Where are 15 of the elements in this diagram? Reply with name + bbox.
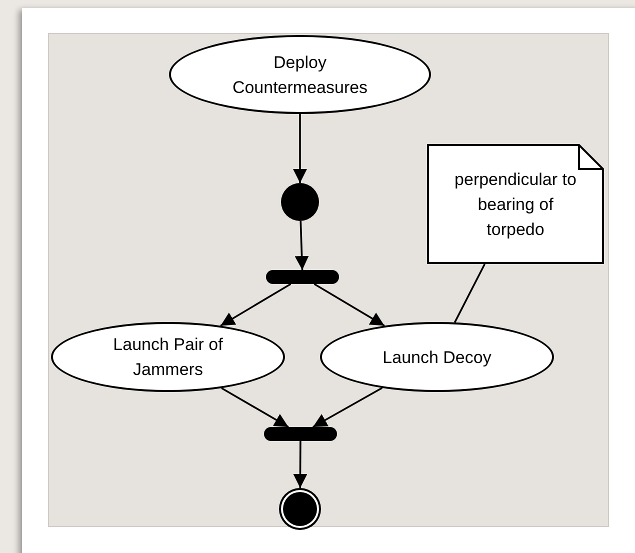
arrow (221, 387, 289, 428)
activity-label: Launch Decoy (382, 346, 492, 368)
synchronization-bar (264, 427, 337, 441)
activity-label: Launch Pair of Jammers (112, 334, 224, 381)
leader-line (454, 264, 486, 323)
arrow (294, 220, 309, 270)
note-text: perpendicular to bearing of torpedo (454, 168, 578, 240)
arrow (220, 283, 292, 326)
final-node (283, 492, 317, 526)
arrow (314, 283, 385, 326)
arrow (293, 114, 307, 183)
arrow (312, 387, 383, 428)
activity-label: Deploy Countermeasures (231, 52, 369, 98)
arrow (293, 441, 308, 488)
synchronization-bar (266, 270, 339, 284)
